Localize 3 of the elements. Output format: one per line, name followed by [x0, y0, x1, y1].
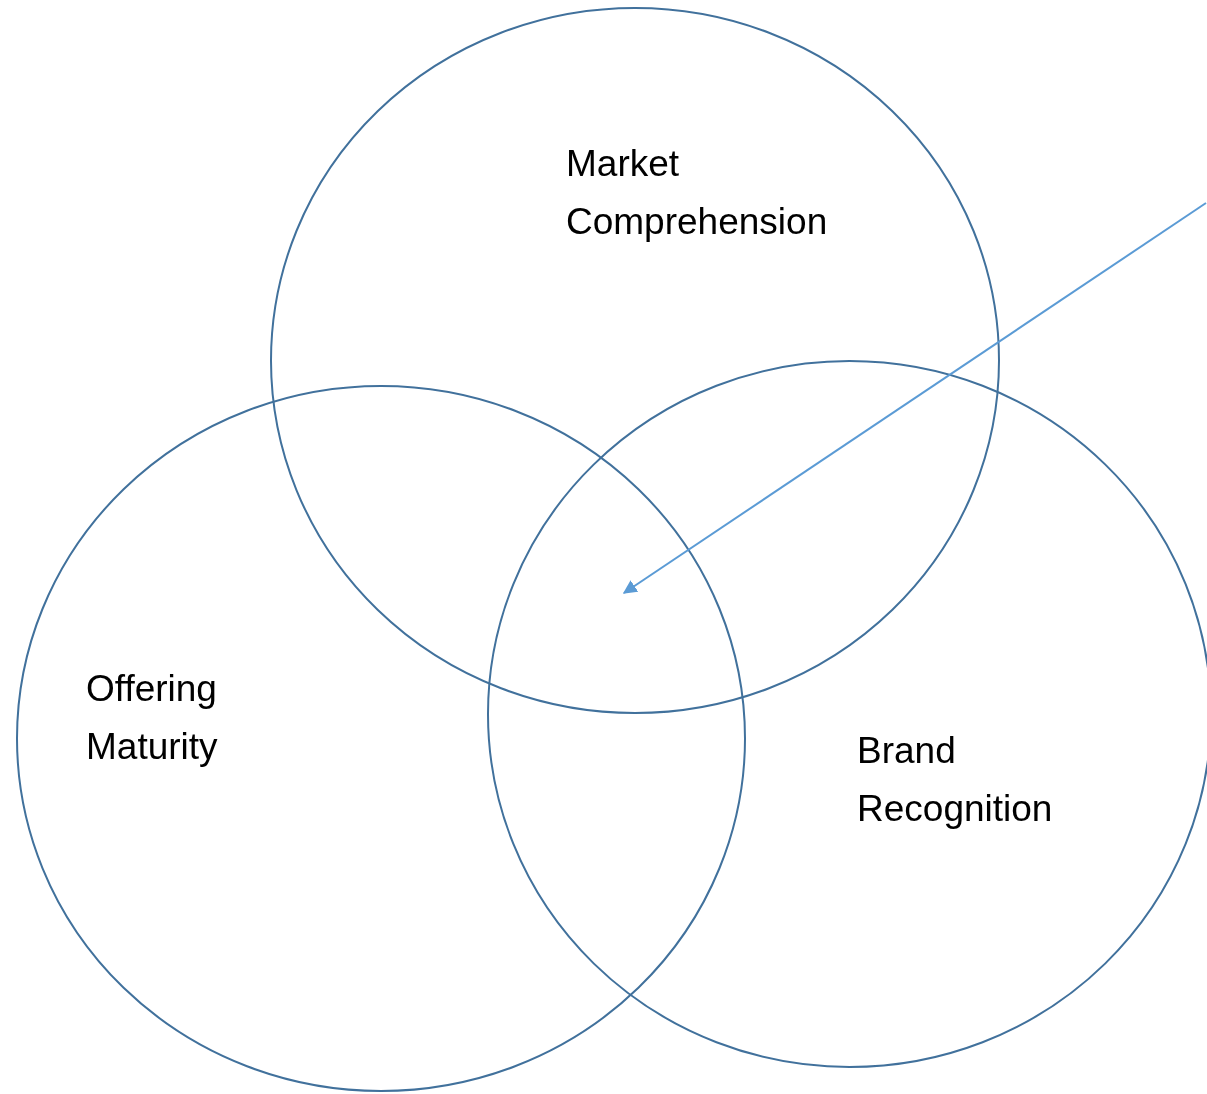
- circle-label: Market Comprehension: [566, 142, 829, 244]
- circle-label: Brand Recognition: [857, 729, 1054, 831]
- circle-label: Offering Maturity: [86, 667, 219, 769]
